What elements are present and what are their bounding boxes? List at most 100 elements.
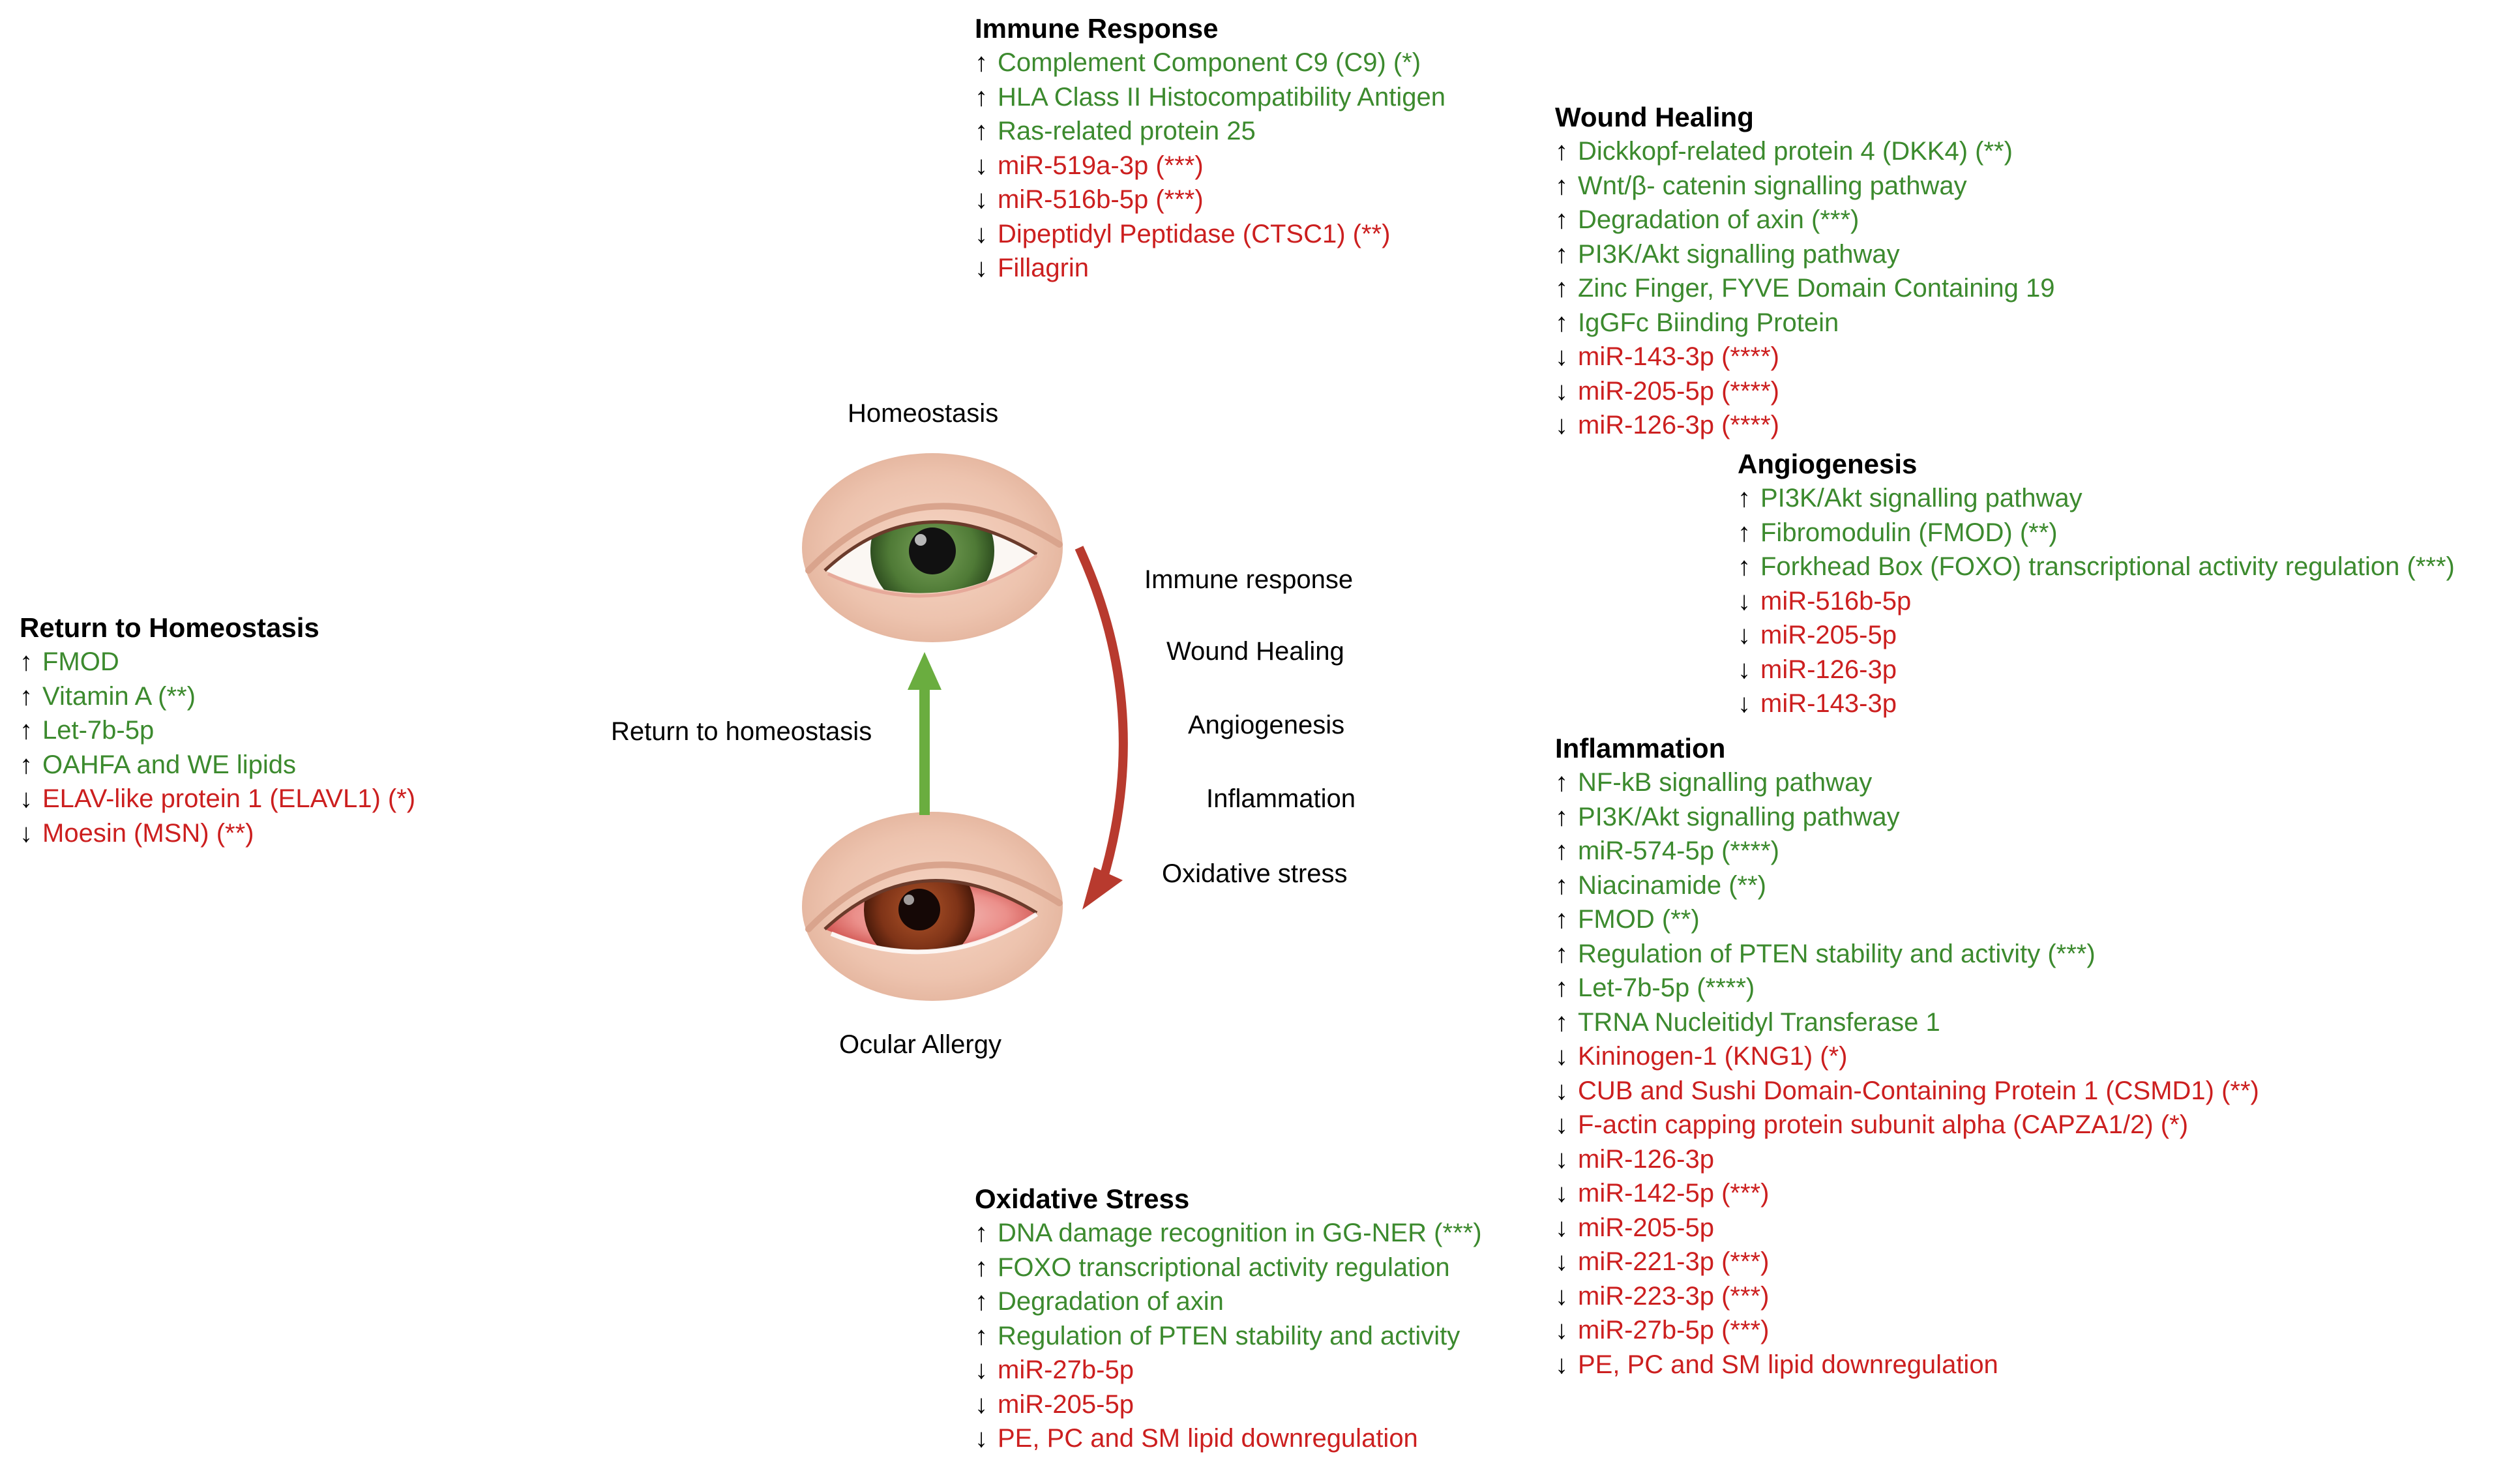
item-text: ELAV-like protein 1 (ELAVL1) (*) xyxy=(42,784,416,813)
list-item: ↑ Zinc Finger, FYVE Domain Containing 19 xyxy=(1555,271,2054,306)
healthy-eye-icon xyxy=(802,453,1063,642)
ocular-allergy-label: Ocular Allergy xyxy=(839,1030,1001,1059)
down-arrow-icon: ↓ xyxy=(1555,1213,1568,1242)
block-title: Return to Homeostasis xyxy=(20,612,319,643)
list-item: ↑IgGFc Biinding Protein xyxy=(1555,306,2054,340)
up-arrow-icon: ↑ xyxy=(1738,484,1751,512)
item-text: Regulation of PTEN stability and activit… xyxy=(1578,939,2096,968)
up-arrow-icon: ↑ xyxy=(20,647,33,676)
up-arrow-icon: ↑ xyxy=(975,1287,988,1316)
down-arrow-icon: ↓ xyxy=(1555,1144,1568,1174)
item-text: Degradation of axin xyxy=(998,1287,1224,1316)
item-text: DNA damage recognition in GG-NER (***) xyxy=(998,1219,1482,1247)
immune-response-block: Immune Response ↑Complement Component C9… xyxy=(975,12,1445,286)
item-text: miR-205-5p xyxy=(1578,1213,1714,1242)
list-item: ↓ Moesin (MSN) (**) xyxy=(20,816,415,851)
return-arrow-icon xyxy=(908,652,941,815)
up-arrow-icon: ↑ xyxy=(20,681,33,711)
down-arrow-icon: ↓ xyxy=(20,818,33,848)
item-list: ↑Dickkopf-related protein 4 (DKK4) (**)↑… xyxy=(1555,134,2054,443)
up-arrow-icon: ↑ xyxy=(975,1253,988,1282)
item-text: Regulation of PTEN stability and activit… xyxy=(998,1321,1460,1350)
return-to-homeostasis-label: Return to homeostasis xyxy=(611,717,872,746)
item-text: Complement Component C9 (C9) (*) xyxy=(998,48,1421,77)
down-arrow-icon: ↓ xyxy=(1555,376,1568,406)
down-arrow-icon: ↓ xyxy=(1555,1281,1568,1311)
block-title: Angiogenesis xyxy=(1738,449,1918,479)
item-list: ↑Complement Component C9 (C9) (*)↑HLA Cl… xyxy=(975,46,1445,286)
oxidative-stress-block: Oxidative Stress ↑DNA damage recognition… xyxy=(975,1182,1482,1456)
up-arrow-icon: ↑ xyxy=(20,750,33,779)
list-item: ↓PE, PC and SM lipid downregulation xyxy=(975,1421,1482,1456)
item-list: ↑FMOD↑Vitamin A (**)↑Let-7b-5p↑OAHFA and… xyxy=(20,645,415,850)
list-item: ↑NF-kB signalling pathway xyxy=(1555,765,2259,800)
up-arrow-icon: ↑ xyxy=(20,716,33,745)
process-label-immune-response: Immune response xyxy=(1144,565,1354,594)
list-item: ↑Niacinamide (**) xyxy=(1555,868,2259,903)
down-arrow-icon: ↓ xyxy=(975,185,988,214)
list-item: ↓miR-205-5p (****) xyxy=(1555,374,2054,409)
down-arrow-icon: ↓ xyxy=(975,151,988,180)
item-list: ↑ DNA damage recognition in GG-NER (***) ↑… xyxy=(975,1216,1482,1456)
item-text: FMOD xyxy=(42,647,119,676)
up-arrow-icon: ↑ xyxy=(1555,137,1568,166)
inflammation-block: Inflammation ↑NF-kB signalling pathway↑P… xyxy=(1555,732,2259,1382)
up-arrow-icon: ↑ xyxy=(975,1321,988,1350)
item-text: Forkhead Box (FOXO) transcriptional acti… xyxy=(1760,552,2455,581)
list-item: ↓ miR-516b-5p (***) xyxy=(975,183,1445,217)
up-arrow-icon: ↑ xyxy=(1555,1007,1568,1037)
list-item: ↑Fibromodulin (FMOD) (**) xyxy=(1738,516,2455,550)
item-text: TRNA Nucleitidyl Transferase 1 xyxy=(1578,1007,1940,1037)
item-text: miR-516b-5p xyxy=(1760,586,1912,616)
item-text: PI3K/Akt signalling pathway xyxy=(1760,484,2083,512)
list-item: ↓miR-142-5p (***) xyxy=(1555,1176,2259,1211)
list-item: ↑miR-574-5p (****) xyxy=(1555,834,2259,868)
down-arrow-icon: ↓ xyxy=(1738,689,1751,718)
up-arrow-icon: ↑ xyxy=(1555,802,1568,831)
block-title: Inflammation xyxy=(1555,733,1726,764)
item-text: Degradation of axin (***) xyxy=(1578,205,1860,234)
item-text: Ras-related protein 25 xyxy=(998,117,1256,145)
list-item: ↓miR-126-3p (****) xyxy=(1555,408,2054,443)
list-item: ↑Dickkopf-related protein 4 (DKK4) (**) xyxy=(1555,134,2054,169)
item-text: Moesin (MSN) (**) xyxy=(42,818,254,848)
list-item: ↓ miR-221-3p (***) xyxy=(1555,1245,2259,1279)
list-item: ↑ Degradation of axin xyxy=(975,1284,1482,1319)
list-item: ↑OAHFA and WE lipids xyxy=(20,748,415,782)
down-arrow-icon: ↓ xyxy=(975,254,988,282)
up-arrow-icon: ↑ xyxy=(975,82,988,111)
down-arrow-icon: ↓ xyxy=(975,1389,988,1419)
list-item: ↑ FMOD xyxy=(20,645,415,679)
list-item: ↓ miR-126-3p xyxy=(1555,1142,2259,1177)
list-item: ↓miR-223-3p (***) xyxy=(1555,1279,2259,1314)
item-text: miR-126-3p xyxy=(1578,1144,1714,1174)
down-arrow-icon: ↓ xyxy=(20,784,33,813)
up-arrow-icon: ↑ xyxy=(1738,552,1751,581)
down-arrow-icon: ↓ xyxy=(1555,1247,1568,1276)
item-text: miR-516b-5p (***) xyxy=(998,185,1204,214)
item-text: Let-7b-5p (****) xyxy=(1578,973,1755,1002)
item-text: miR-27b-5p xyxy=(998,1356,1134,1384)
item-list: ↑NF-kB signalling pathway↑PI3K/Akt signa… xyxy=(1555,765,2259,1382)
item-text: miR-574-5p (****) xyxy=(1578,837,1779,865)
item-text: Kininogen-1 (KNG1) (*) xyxy=(1578,1042,1848,1071)
item-text: Dipeptidyl Peptidase (CTSC1) (**) xyxy=(998,219,1391,248)
down-arrow-icon: ↓ xyxy=(1738,655,1751,684)
item-text: PI3K/Akt signalling pathway xyxy=(1578,239,1900,269)
list-item: ↑ Regulation of PTEN stability and activi… xyxy=(975,1319,1482,1354)
up-arrow-icon: ↑ xyxy=(1555,205,1568,234)
up-arrow-icon: ↑ xyxy=(1555,274,1568,303)
down-arrow-icon: ↓ xyxy=(975,219,988,248)
up-arrow-icon: ↑ xyxy=(975,117,988,145)
up-arrow-icon: ↑ xyxy=(1555,905,1568,934)
list-item: ↓miR-27b-5p (***) xyxy=(1555,1313,2259,1348)
list-item: ↓Kininogen-1 (KNG1) (*) xyxy=(1555,1039,2259,1074)
homeostasis-label: Homeostasis xyxy=(848,399,999,428)
down-arrow-icon: ↓ xyxy=(1555,342,1568,371)
list-item: ↑ Degradation of axin (***) xyxy=(1555,203,2054,237)
item-text: Zinc Finger, FYVE Domain Containing 19 xyxy=(1578,274,2055,303)
up-arrow-icon: ↑ xyxy=(1555,870,1568,900)
item-text: miR-221-3p (***) xyxy=(1578,1247,1770,1276)
block-title: Wound Healing xyxy=(1555,102,1754,132)
